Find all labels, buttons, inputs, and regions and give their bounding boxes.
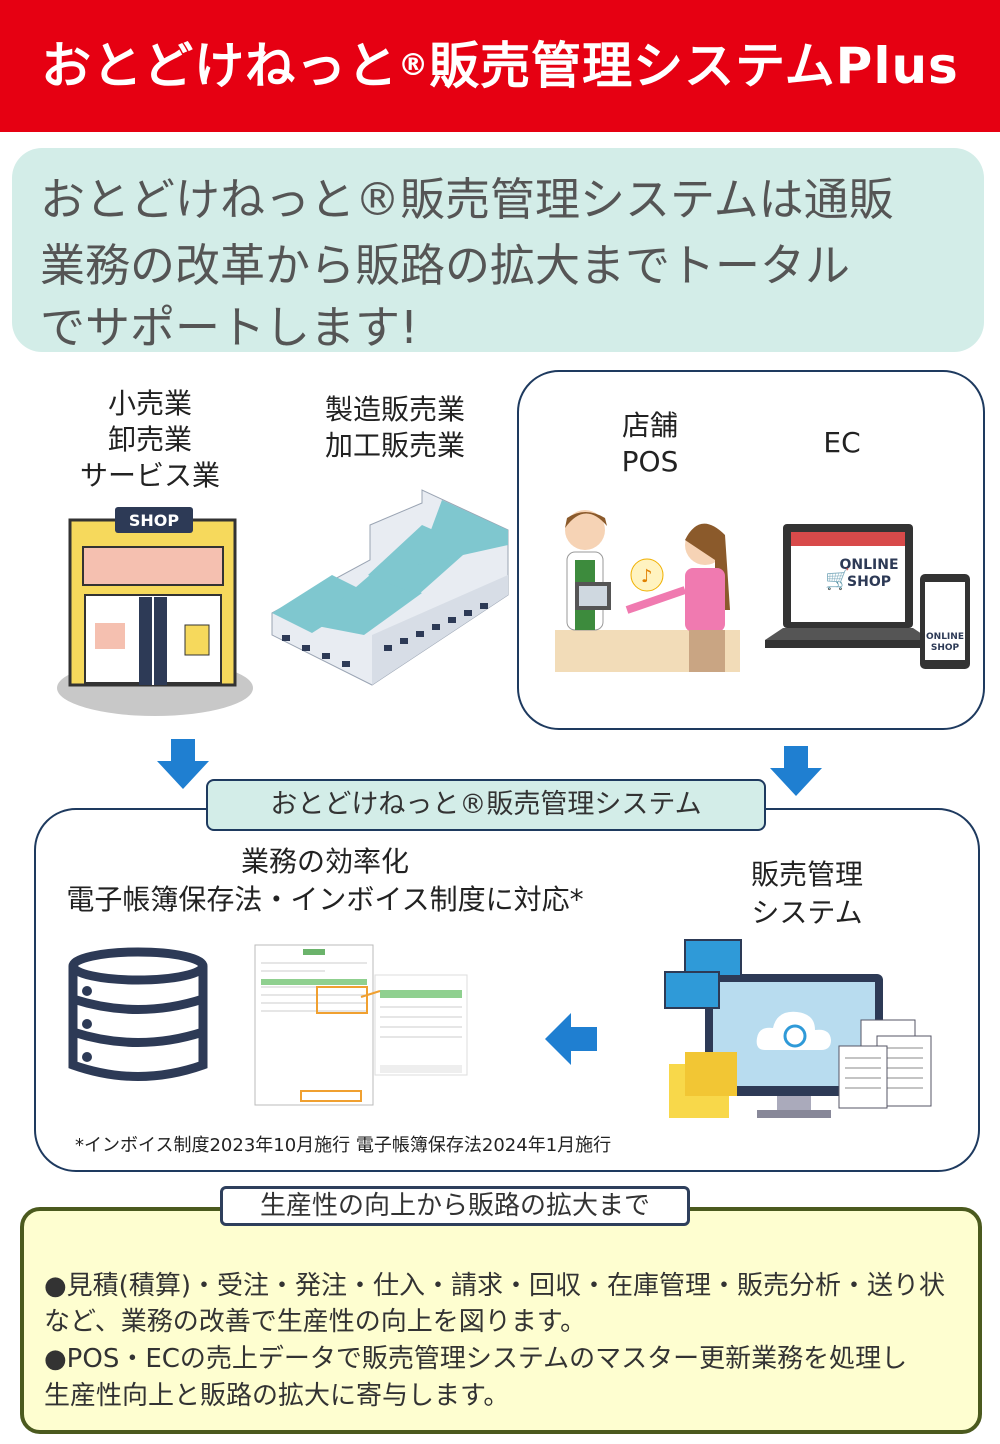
sales-system-line: 販売管理 bbox=[750, 858, 863, 891]
summary-line: ●見積(積算)・受注・発注・仕入・請求・回収・在庫管理・販売分析・送り状 bbox=[44, 1271, 945, 1301]
efficiency-line: 電子帳簿保存法・インボイス制度に対応* bbox=[66, 883, 584, 916]
category-label: 加工販売業 bbox=[324, 429, 465, 462]
svg-text:🛒: 🛒 bbox=[825, 567, 850, 591]
tablet-shop-text: SHOP bbox=[931, 643, 960, 653]
header-banner bbox=[0, 0, 1000, 132]
sales-system-text: 販売管理 システム bbox=[717, 856, 897, 932]
pos-illustration: ♪ bbox=[555, 510, 740, 672]
efficiency-line: 業務の効率化 bbox=[240, 845, 409, 878]
arrow-left-icon bbox=[545, 1013, 597, 1065]
sales-channel-box bbox=[517, 370, 985, 730]
efficiency-text: 業務の効率化 電子帳簿保存法・インボイス制度に対応* bbox=[45, 843, 605, 919]
category-label: POS bbox=[621, 445, 679, 478]
summary-line: 生産性向上と販路の拡大に寄与します。 bbox=[44, 1381, 510, 1411]
summary-line: ●POS・ECの売上データで販売管理システムのマスター更新業務を処理し bbox=[44, 1344, 908, 1374]
ec-category: EC bbox=[823, 426, 861, 459]
arrow-down-icon bbox=[770, 746, 822, 796]
shop-illustration: SHOP bbox=[57, 507, 253, 716]
computer-cloud-icon bbox=[664, 939, 932, 1118]
shop-sign-text: SHOP bbox=[129, 511, 180, 530]
category-label: 小売業 bbox=[107, 387, 192, 420]
online-shop-text: SHOP bbox=[847, 574, 891, 590]
summary-line: など、業務の改善で生産性の向上を図ります。 bbox=[44, 1307, 587, 1337]
summary-label: 生産性の向上から販路の拡大まで bbox=[220, 1186, 690, 1226]
database-icon bbox=[68, 947, 208, 1081]
category-label: 卸売業 bbox=[107, 423, 192, 456]
intro-line: でサポートします! bbox=[40, 301, 419, 354]
intro-box bbox=[12, 148, 984, 352]
retail-category: 小売業 卸売業 サービス業 bbox=[70, 386, 230, 494]
footnote: *インボイス制度2023年10月施行 電子帳簿保存法2024年1月施行 bbox=[75, 1135, 612, 1156]
arrow-down-icon bbox=[157, 739, 209, 789]
online-shop-text: ONLINE bbox=[839, 557, 898, 573]
sales-system-line: システム bbox=[751, 896, 863, 929]
category-label: 製造販売業 bbox=[324, 393, 465, 426]
intro-line: おとどけねっと®販売管理システムは通販 bbox=[40, 173, 894, 226]
page-title: おとどけねっと®販売管理システムPlus bbox=[41, 37, 959, 95]
pos-category: 店舗 POS bbox=[590, 408, 710, 480]
system-label: おとどけねっと®販売管理システム bbox=[206, 779, 766, 831]
ec-illustration: ONLINE SHOP ONLINE SHOP 🛒 bbox=[765, 524, 970, 669]
tablet-shop-text: ONLINE bbox=[926, 632, 964, 642]
invoice-documents-icon bbox=[254, 944, 468, 1106]
svg-text:♪: ♪ bbox=[641, 566, 653, 587]
manufacturing-category: 製造販売業 加工販売業 bbox=[310, 392, 480, 464]
category-label: サービス業 bbox=[79, 459, 220, 492]
intro-line: 業務の改革から販路の拡大までトータル bbox=[40, 239, 851, 292]
factory-illustration bbox=[271, 489, 509, 686]
category-label: 店舗 bbox=[621, 409, 678, 442]
